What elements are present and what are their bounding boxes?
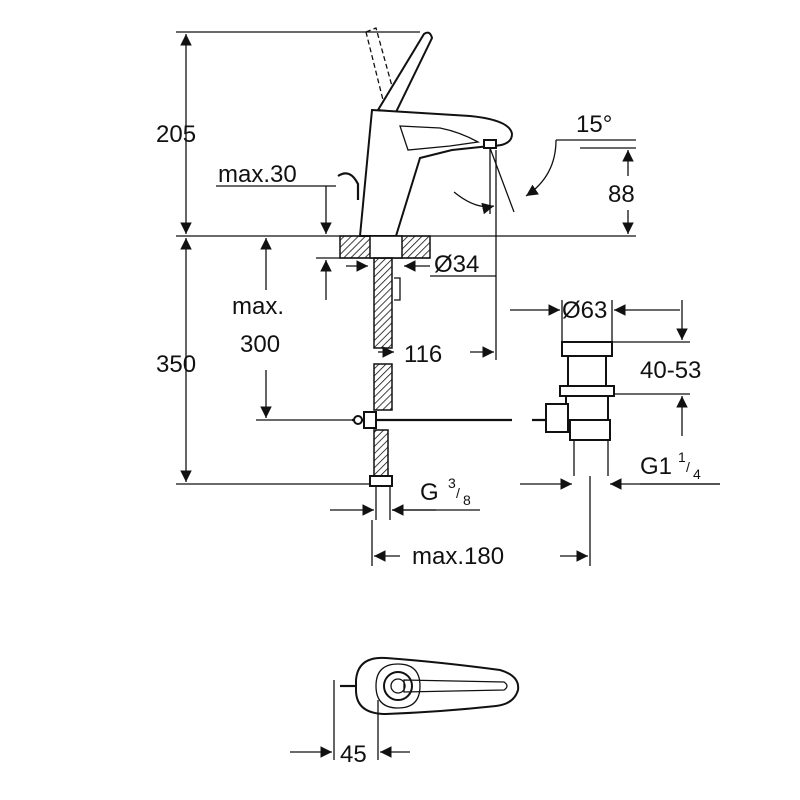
drain-knob bbox=[337, 172, 360, 200]
label-g-3-8: G 3 / 8 bbox=[420, 475, 471, 508]
label-g1-1-4: G1 1 / 4 bbox=[640, 449, 701, 482]
faucet-plan-view bbox=[290, 656, 520, 760]
supply-hoses bbox=[369, 257, 401, 520]
label-height-205: 205 bbox=[156, 121, 196, 148]
popup-rod bbox=[352, 411, 552, 429]
label-max-300-line2: 300 bbox=[240, 331, 280, 358]
aerator bbox=[483, 139, 497, 149]
label-g1-denominator: 4 bbox=[693, 466, 701, 482]
label-88: 88 bbox=[608, 181, 635, 208]
label-116: 116 bbox=[404, 341, 442, 368]
svg-text:/: / bbox=[456, 485, 460, 501]
body-inlay bbox=[399, 125, 481, 151]
label-g1-numerator: 1 bbox=[678, 449, 686, 465]
label-diameter-34: Ø34 bbox=[434, 251, 479, 278]
label-g-numerator: 3 bbox=[448, 475, 456, 491]
label-max-180: max.180 bbox=[412, 543, 504, 570]
label-height-350: 350 bbox=[156, 351, 196, 378]
faucet-body bbox=[337, 27, 514, 237]
svg-text:/: / bbox=[686, 459, 690, 475]
label-g1: G1 bbox=[640, 453, 672, 480]
label-max-300-line1: max. bbox=[232, 293, 284, 320]
dimension-lines bbox=[176, 31, 720, 566]
label-angle-15: 15° bbox=[576, 111, 612, 138]
label-40-53: 40-53 bbox=[640, 357, 701, 384]
lever bbox=[376, 31, 434, 114]
label-g-denominator: 8 bbox=[463, 492, 471, 508]
label-g: G bbox=[420, 479, 439, 506]
faucet-body-shape bbox=[358, 108, 514, 237]
waste-valve bbox=[545, 341, 615, 476]
countertop bbox=[339, 235, 431, 259]
label-diameter-63: Ø63 bbox=[562, 297, 607, 324]
label-max-30: max.30 bbox=[218, 161, 297, 188]
label-45: 45 bbox=[340, 741, 367, 768]
